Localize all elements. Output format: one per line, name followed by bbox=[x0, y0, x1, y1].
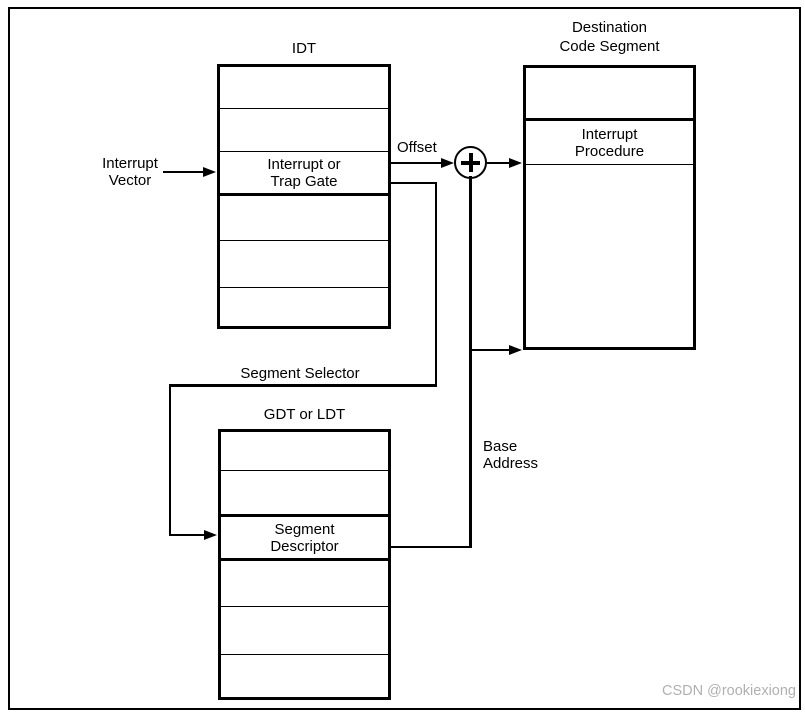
idt-row-interrupt-trap-gate: Interrupt or Trap Gate bbox=[220, 151, 388, 196]
segment-selector-line-horizontal bbox=[168, 383, 437, 387]
gdt-table: Segment Descriptor bbox=[218, 429, 391, 700]
destination-code-segment-title: Destination Code Segment bbox=[559, 19, 660, 55]
segment-selector-line-top bbox=[391, 181, 437, 184]
adder-output-arrow bbox=[487, 161, 510, 164]
idt-row bbox=[220, 67, 388, 108]
adder-circle bbox=[454, 146, 487, 179]
interrupt-vector-arrow-head bbox=[203, 166, 216, 177]
gdt-row bbox=[221, 470, 388, 514]
plus-icon bbox=[468, 153, 473, 172]
segment-selector-line-left-vertical bbox=[168, 383, 171, 536]
offset-arrow bbox=[391, 161, 442, 164]
idt-table: Interrupt or Trap Gate bbox=[217, 64, 391, 329]
idt-row bbox=[220, 287, 388, 326]
offset-arrow-head bbox=[441, 157, 454, 168]
base-address-label: Base Address bbox=[483, 438, 539, 472]
destination-row-interrupt-procedure: Interrupt Procedure bbox=[526, 118, 693, 165]
destination-row bbox=[526, 165, 693, 347]
offset-label: Offset bbox=[397, 139, 437, 156]
destination-code-segment-table: Interrupt Procedure bbox=[523, 65, 696, 350]
base-address-arrow-head bbox=[509, 344, 522, 355]
interrupt-vector-label: Interrupt Vector bbox=[102, 155, 158, 189]
gdt-title: GDT or LDT bbox=[263, 406, 346, 423]
segment-selector-arrow-head bbox=[204, 529, 217, 540]
idt-row bbox=[220, 196, 388, 240]
idt-title: IDT bbox=[291, 40, 317, 57]
base-address-arrow bbox=[470, 348, 510, 351]
segment-selector-line-right-vertical bbox=[434, 181, 437, 387]
idt-row bbox=[220, 108, 388, 151]
destination-row bbox=[526, 68, 693, 118]
gdt-row bbox=[221, 654, 388, 697]
idt-row bbox=[220, 240, 388, 287]
gdt-row bbox=[221, 606, 388, 654]
gdt-row bbox=[221, 561, 388, 606]
watermark: CSDN @rookiexiong bbox=[662, 683, 796, 699]
adder-output-arrow-head bbox=[509, 157, 522, 168]
interrupt-vector-arrow bbox=[163, 170, 204, 173]
segment-selector-label: Segment Selector bbox=[240, 365, 360, 382]
gdt-row-segment-descriptor: Segment Descriptor bbox=[221, 514, 388, 561]
segment-descriptor-output-line bbox=[391, 545, 471, 548]
gdt-row bbox=[221, 432, 388, 470]
outer-frame bbox=[8, 7, 801, 710]
segment-selector-arrow bbox=[170, 533, 204, 536]
base-address-vertical-line bbox=[468, 176, 472, 548]
